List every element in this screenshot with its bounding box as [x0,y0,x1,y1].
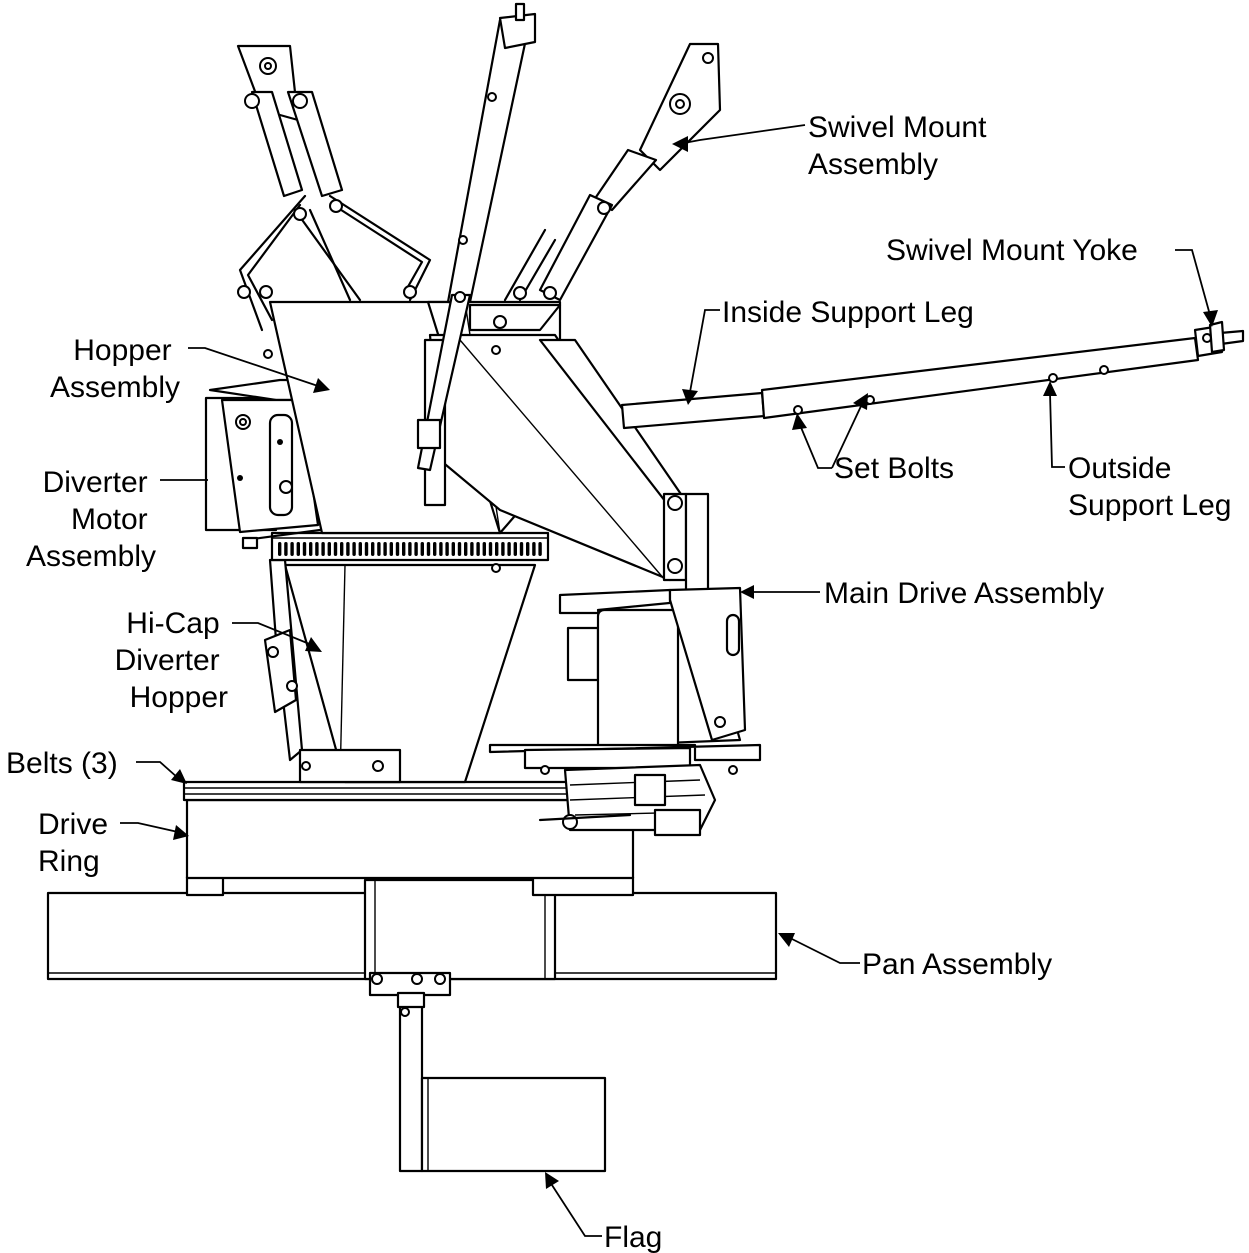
ring-slot [389,542,393,556]
ring-slot [495,542,499,556]
ring-slot [315,542,319,556]
drive-ring [185,798,635,897]
ring-slot [513,542,517,556]
ring-slot [507,542,511,556]
ring-slot [519,542,524,556]
ring-slot [526,542,530,556]
swivel-mount-yoke [1193,320,1245,358]
ring-slot [364,542,369,556]
ring-slot [284,542,288,556]
labels: Swivel Mount Assembly Swivel Mount Yoke … [6,111,1231,1253]
ring-slot [501,542,505,556]
label-line: Swivel Mount [808,111,987,144]
ring-slot [302,542,307,556]
ring-slot [420,542,424,556]
hi-cap-diverter-hopper [263,558,537,784]
swivel-mount-arms [236,2,722,472]
ring-slot [296,542,300,556]
ring-slot [464,542,468,556]
ring-slot [414,542,418,556]
label-line: Diverter [115,644,220,677]
ring-slot [426,542,431,556]
label-swivel-mount-assembly: Swivel Mount Assembly [808,111,995,181]
flag [368,971,607,1173]
label-flag: Flag [604,1221,662,1253]
ring-slot [340,542,344,556]
label-line: Assembly [26,540,156,573]
ring-slot [327,542,331,556]
label-hopper-assembly: Hopper Assembly [50,334,180,404]
ring-slot [451,542,455,556]
slotted-ring [270,531,550,573]
ring-slot [333,542,338,556]
ring-slot [358,542,362,556]
label-line: Diverter [43,466,148,499]
ring-slot [290,542,294,556]
ring-slot [488,542,493,556]
ring-slot [476,542,480,556]
label-line: Assembly [50,371,180,404]
label-line: Motor [71,503,148,536]
ring-slot [352,542,356,556]
label-belts: Belts (3) [6,747,118,780]
label-line: Hi-Cap [126,607,219,640]
ring-slot [278,542,282,556]
main-drive-assembly [423,333,762,837]
label-set-bolts: Set Bolts [834,452,954,485]
ring-slot [395,542,400,556]
label-line: Belts (3) [6,747,118,780]
label-diverter-motor-assembly: Diverter Motor Assembly [26,466,156,573]
label-line: Drive [38,808,108,841]
pan-assembly [46,878,778,981]
ring-slot [532,542,536,556]
belts [182,780,626,802]
ring-slot [309,542,313,556]
label-line: Inside Support Leg [722,296,974,329]
support-legs [620,336,1200,430]
label-swivel-mount-yoke: Swivel Mount Yoke [886,234,1138,267]
ring-slot [482,542,486,556]
label-hi-cap-diverter-hopper: Hi-Cap Diverter Hopper [115,607,228,714]
ring-slot [538,542,542,556]
label-inside-support-leg: Inside Support Leg [722,296,974,329]
label-line: Main Drive Assembly [824,577,1104,610]
label-outside-support-leg: Outside Support Leg [1068,452,1231,522]
ring-slot [433,542,437,556]
ring-slot [470,542,474,556]
label-drive-ring: Drive Ring [38,808,116,878]
leader-lines [120,124,1218,1237]
ring-slot [383,542,387,556]
ring-slot [321,542,325,556]
ring-slot [457,542,462,556]
diverter-motor-assembly [204,378,322,550]
label-line: Assembly [808,148,938,181]
ring-slot [445,542,449,556]
ring-slot [371,542,375,556]
ring-slot [377,542,381,556]
ring-slot [408,542,412,556]
label-line: Outside [1068,452,1171,485]
label-pan-assembly: Pan Assembly [862,948,1052,981]
label-main-drive-assembly: Main Drive Assembly [824,577,1104,610]
ring-slot [346,542,350,556]
label-line: Set Bolts [834,452,954,485]
label-line: Flag [604,1221,662,1253]
label-line: Pan Assembly [862,948,1052,981]
label-line: Swivel Mount Yoke [886,234,1138,267]
label-line: Hopper [73,334,171,367]
label-line: Hopper [130,681,228,714]
ring-slot [402,542,406,556]
label-line: Support Leg [1068,489,1231,522]
ring-slot [439,542,443,556]
label-line: Ring [38,845,100,878]
